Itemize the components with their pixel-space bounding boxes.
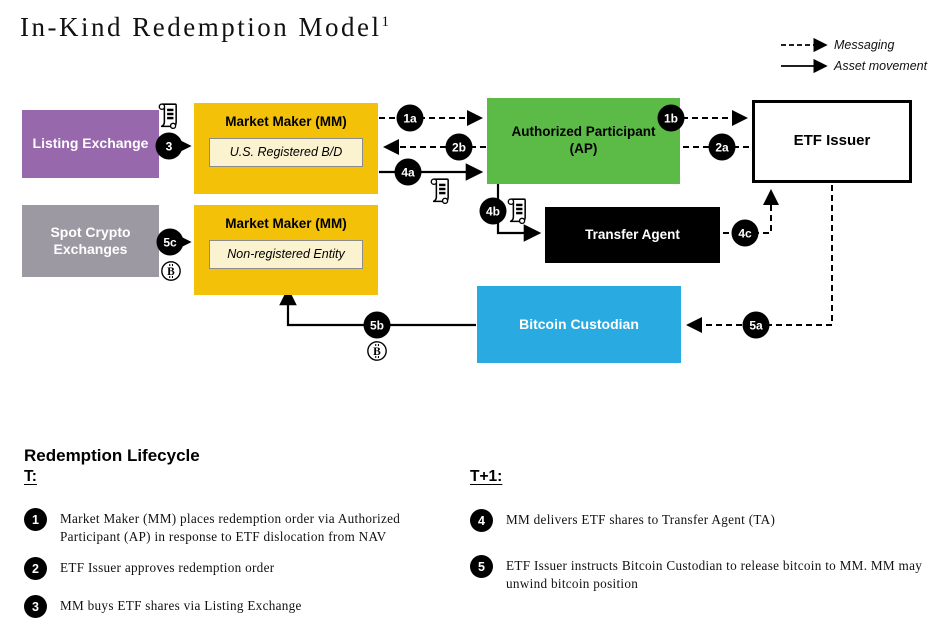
step-text: MM delivers ETF shares to Transfer Agent… <box>506 512 776 527</box>
step-text: Market Maker (MM) places redemption orde… <box>60 511 401 544</box>
node-spot-crypto-exchanges: Spot Crypto Exchanges <box>22 205 159 277</box>
title-footnote-marker: 1 <box>381 14 389 30</box>
lifecycle-step-2: 2 ETF Issuer approves redemption order <box>24 557 434 582</box>
node-market-maker-bottom: Market Maker (MM) Non-registered Entity <box>194 205 378 295</box>
transfer-agent-label: Transfer Agent <box>585 226 680 242</box>
lifecycle-step-4: 4 MM delivers ETF shares to Transfer Age… <box>470 509 930 534</box>
lifecycle-step-3: 3 MM buys ETF shares via Listing Exchang… <box>24 595 434 620</box>
flow-badge-5a: 5a <box>742 311 770 339</box>
flow-badge-2b: 2b <box>445 133 473 161</box>
lifecycle-heading: Redemption Lifecycle <box>24 446 200 465</box>
page-title-text: In-Kind Redemption Model <box>20 12 382 42</box>
scroll-icon <box>156 101 180 130</box>
step-number: 5 <box>470 555 493 578</box>
flow-badge-5b: 5b <box>363 311 391 339</box>
step-text: MM buys ETF shares via Listing Exchange <box>60 598 302 613</box>
flow-badge-4a: 4a <box>394 158 422 186</box>
listing-exchange-label: Listing Exchange <box>32 135 149 152</box>
node-listing-exchange: Listing Exchange <box>22 110 159 178</box>
bitcoin-icon <box>160 260 182 282</box>
lifecycle-t-label: T: <box>24 468 37 485</box>
node-authorized-participant: Authorized Participant (AP) <box>487 98 680 184</box>
node-market-maker-top: Market Maker (MM) U.S. Registered B/D <box>194 103 378 194</box>
node-bitcoin-custodian: Bitcoin Custodian <box>477 286 681 363</box>
node-transfer-agent: Transfer Agent <box>545 207 720 263</box>
arrow-5b-custodian-to-mm <box>279 287 476 327</box>
legend-asset-movement-label: Asset movement <box>834 59 928 73</box>
lifecycle-t1-label: T+1: <box>470 468 503 485</box>
bitcoin-icon <box>366 340 388 362</box>
flow-badge-1b: 1b <box>657 104 685 132</box>
flow-badge-3: 3 <box>155 132 183 160</box>
etf-issuer-label: ETF Issuer <box>793 132 871 150</box>
flow-badge-2a: 2a <box>708 133 736 161</box>
scroll-icon <box>505 196 529 225</box>
flow-badge-5c: 5c <box>156 228 184 256</box>
page-title: In-Kind Redemption Model1 <box>20 12 389 43</box>
node-etf-issuer: ETF Issuer <box>752 100 912 183</box>
arrow-5a-issuer-to-custodian <box>686 185 833 333</box>
step-number: 2 <box>24 557 47 580</box>
step-number: 4 <box>470 509 493 532</box>
step-number: 3 <box>24 595 47 618</box>
ap-label: Authorized Participant (AP) <box>511 124 656 156</box>
flow-badge-4b: 4b <box>479 197 507 225</box>
mm-bottom-subtype: Non-registered Entity <box>209 240 363 269</box>
step-text: ETF Issuer approves redemption order <box>60 560 275 575</box>
flow-badge-4c: 4c <box>731 219 759 247</box>
bitcoin-custodian-label: Bitcoin Custodian <box>519 315 639 332</box>
step-text: ETF Issuer instructs Bitcoin Custodian t… <box>506 558 923 591</box>
scroll-icon <box>428 176 452 205</box>
mm-bottom-title: Market Maker (MM) <box>225 216 347 231</box>
mm-top-subtype: U.S. Registered B/D <box>209 138 363 167</box>
legend-messaging-label: Messaging <box>834 38 895 52</box>
flow-badge-1a: 1a <box>396 104 424 132</box>
mm-top-title: Market Maker (MM) <box>225 114 347 129</box>
lifecycle-step-1: 1 Market Maker (MM) places redemption or… <box>24 508 434 545</box>
lifecycle-step-5: 5 ETF Issuer instructs Bitcoin Custodian… <box>470 555 930 592</box>
spot-crypto-label: Spot Crypto Exchanges <box>50 223 131 258</box>
step-number: 1 <box>24 508 47 531</box>
